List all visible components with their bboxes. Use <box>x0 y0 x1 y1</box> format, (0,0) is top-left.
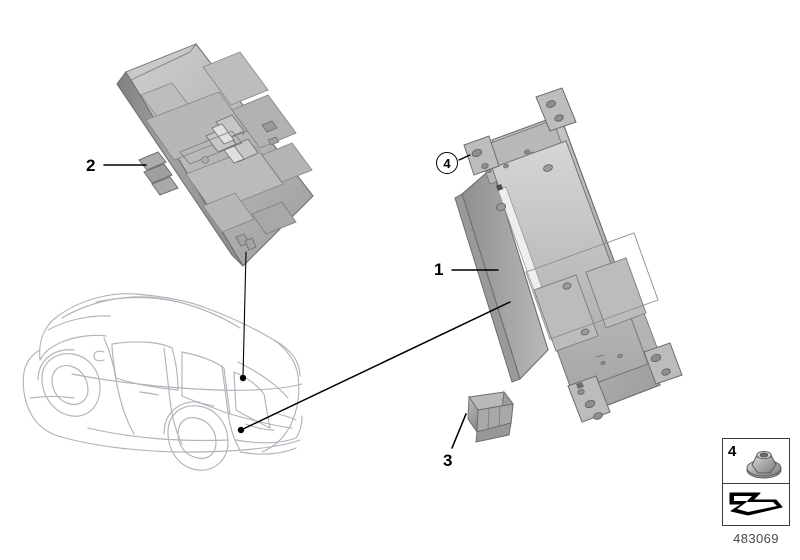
legend-fastener-cell: 4 <box>722 438 790 484</box>
callout-label-2: 2 <box>86 156 96 175</box>
part-3-clip-bracket <box>467 390 514 443</box>
part-2-control-module <box>116 43 314 267</box>
legend-box: 4 <box>722 438 790 528</box>
installation-arrow-icon <box>729 492 783 516</box>
vehicle-outline <box>22 293 303 471</box>
leader-line-2-to-vehicle <box>242 251 247 378</box>
callout-label-4-text: 4 <box>443 155 451 171</box>
vehicle-marker-rear-trim <box>237 426 245 434</box>
part-number-label: 483069 <box>733 531 779 546</box>
leader-lines <box>103 154 511 449</box>
hex-flange-nut-icon <box>746 450 782 479</box>
leader-line-4 <box>458 154 471 161</box>
callout-label-3: 3 <box>443 451 453 470</box>
leader-line-3 <box>451 413 467 449</box>
part-1-telematics-unit-bracket <box>454 87 683 423</box>
callout-label-4-circled: 4 <box>436 152 458 174</box>
callout-label-1: 1 <box>434 260 444 279</box>
vehicle-marker-rear-roof <box>239 374 247 382</box>
legend-direction-cell <box>722 484 790 526</box>
leader-line-1-to-vehicle <box>240 301 511 431</box>
legend-number: 4 <box>728 443 737 460</box>
